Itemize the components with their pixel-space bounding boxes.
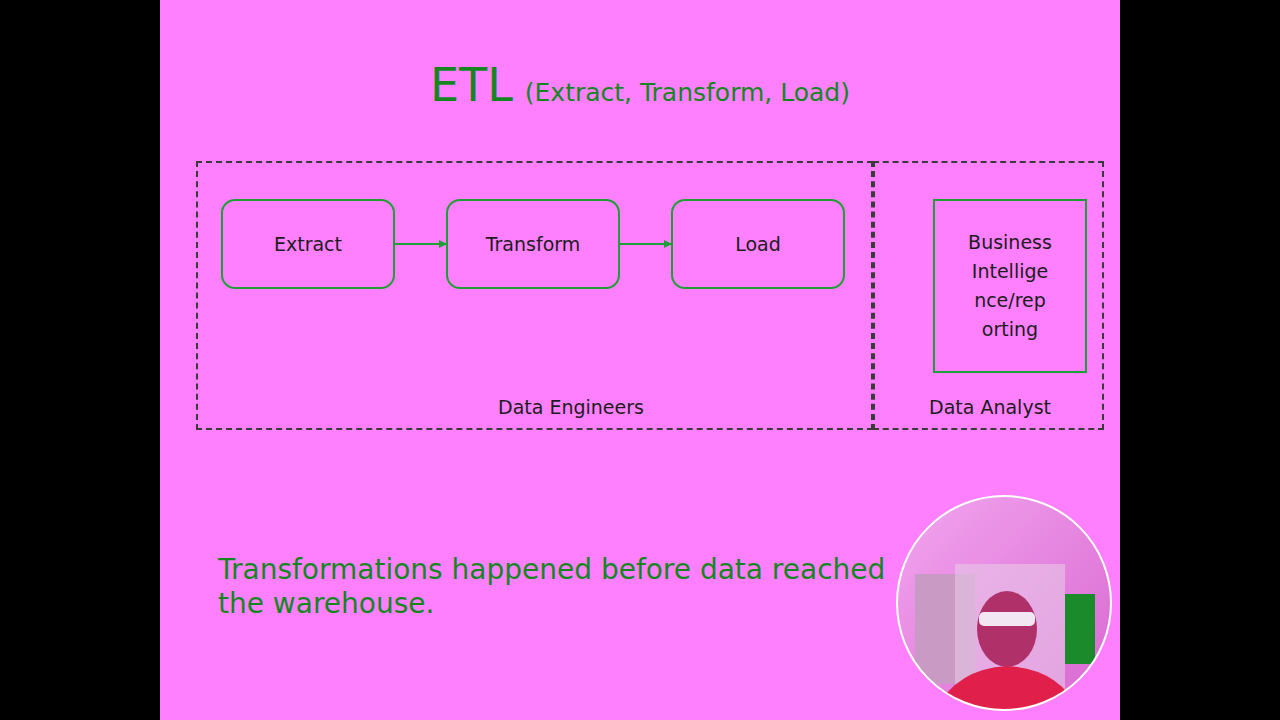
box-label: Transform <box>486 233 581 255</box>
lane-label: Data Engineers <box>471 396 671 418</box>
slide-title: ETL <box>430 58 513 112</box>
flow-arrow <box>395 243 446 245</box>
lane-label: Data Analyst <box>890 396 1090 418</box>
flow-arrow <box>620 243 671 245</box>
box-label: Load <box>735 233 781 255</box>
swimlane-region: Data Engineers Extract Transform Load <box>196 161 873 430</box>
swimlane-region: Data Analyst Business Intellige nce/rep o… <box>873 161 1104 430</box>
box-label: Business Intellige nce/rep orting <box>960 228 1060 344</box>
process-box: Extract <box>221 199 395 289</box>
slide-caption: Transformations happened before data rea… <box>218 553 918 621</box>
process-box: Load <box>671 199 845 289</box>
title-subtitle: (Extract, Transform, Load) <box>525 78 850 107</box>
report-box: Business Intellige nce/rep orting <box>933 199 1087 373</box>
title-row: ETL (Extract, Transform, Load) <box>0 58 1280 112</box>
webcam-overlay <box>895 494 1113 712</box>
process-box: Transform <box>446 199 620 289</box>
box-label: Extract <box>274 233 342 255</box>
